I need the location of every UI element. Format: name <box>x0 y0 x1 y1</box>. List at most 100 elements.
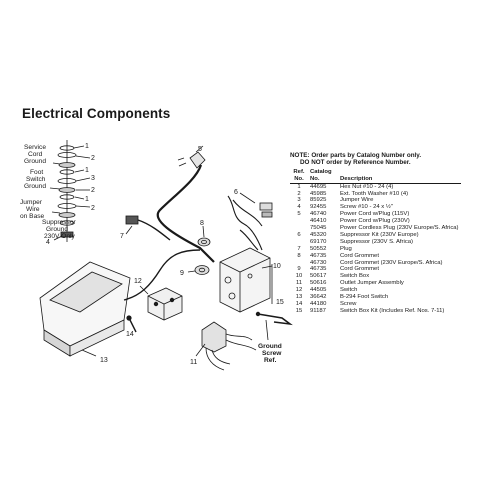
cell-catalog: 44505 <box>310 287 327 294</box>
callout-inset-4: 4 <box>46 239 50 246</box>
table-row: 13 36642 B-294 Foot Switch <box>290 294 461 301</box>
outlet-jumper-assembly <box>195 321 257 371</box>
callout-inset-1c: 1 <box>85 196 89 203</box>
cell-description: Switch Box <box>340 273 370 280</box>
cell-ref: 11 <box>295 280 303 287</box>
page-title: Electrical Components <box>22 106 171 121</box>
cell-description: Hex Nut #10 - 24 (4) <box>340 183 394 190</box>
table-row: 10 50617 Switch Box <box>290 273 461 280</box>
callout-14: 14 <box>126 331 134 338</box>
cell-description: Power Cord w/Plug (230V) <box>340 218 410 225</box>
cell-ref: 4 <box>297 204 301 211</box>
callout-11: 11 <box>190 359 197 366</box>
cell-catalog: 91187 <box>310 307 326 314</box>
cord-grommet-9 <box>187 265 210 275</box>
cell-description: Cord Grommet <box>340 266 379 273</box>
col-ref-top: Ref. <box>293 169 305 176</box>
cell-ref: 5 <box>297 211 301 218</box>
cell-catalog: 36642 <box>310 294 327 301</box>
callout-12: 12 <box>134 278 142 285</box>
cell-description: Power Cord w/Plug (115V) <box>340 211 410 218</box>
cell-description: Plug <box>340 245 352 252</box>
callout-13: 13 <box>100 357 108 364</box>
parts-list-panel: NOTE: Order parts by Catalog Number only… <box>290 152 475 315</box>
callout-inset-1b: 1 <box>85 167 89 174</box>
cell-description: Cord Grommet (230V Europe/S. Africa) <box>340 259 443 266</box>
callout-inset-2b: 2 <box>91 187 95 194</box>
screw-part <box>126 315 137 333</box>
cell-catalog: 50617 <box>310 273 327 280</box>
cell-ref <box>290 260 308 267</box>
callout-9: 9 <box>180 270 184 277</box>
cell-description: Switch Box Kit (Includes Ref. Nos. 7-11) <box>340 307 445 314</box>
callout-5: 5 <box>198 146 202 153</box>
cell-description: Outlet Jumper Assembly <box>340 280 404 287</box>
cell-catalog: 85925 <box>310 197 327 204</box>
callout-inset-2c: 2 <box>91 205 95 212</box>
cell-ref: 8 <box>297 252 301 259</box>
col-catalog-top: Catalog <box>310 169 332 176</box>
cell-catalog: 44180 <box>310 301 327 307</box>
callout-6: 6 <box>234 189 238 196</box>
plug-part <box>125 215 171 241</box>
callout-inset-3: 3 <box>91 175 95 182</box>
table-row: 75045 Power Cordless Plug (230V Europe/S.… <box>290 225 461 232</box>
table-row: 3 85925 Jumper Wire <box>290 197 461 204</box>
cell-description: Ext. Tooth Washer #10 (4) <box>340 190 409 197</box>
cell-catalog: 50552 <box>310 245 327 252</box>
cell-description: B-294 Foot Switch <box>340 294 389 301</box>
callout-7: 7 <box>120 233 124 240</box>
parts-table-body: 1 44695 Hex Nut #10 - 24 (4) 2 45985 Ext. Too… <box>290 183 461 315</box>
col-description: Description <box>338 176 461 184</box>
cell-description: Screw #10 - 24 x ½" <box>340 204 393 211</box>
cell-ref <box>290 239 308 246</box>
cell-ref <box>290 225 308 232</box>
cell-description: Jumper Wire <box>340 197 374 204</box>
cell-catalog: 45320 <box>310 231 327 238</box>
cell-catalog: 46735 <box>310 266 327 273</box>
cell-ref: 13 <box>295 294 303 301</box>
cell-description: Suppressor Kit (230V Europe) <box>340 231 419 238</box>
table-row: 15 91187 Switch Box Kit (Includes Ref. Nos… <box>290 308 461 315</box>
col-ref-bottom: No. <box>290 176 308 184</box>
cell-catalog: 69170 <box>310 238 327 245</box>
cell-ref: 1 <box>297 183 301 190</box>
cell-description: Screw <box>340 301 357 307</box>
table-row: 7 50552 Plug <box>290 246 461 253</box>
cell-catalog: 45985 <box>310 190 327 197</box>
cell-catalog: 46410 <box>310 218 327 225</box>
cell-ref: 6 <box>297 231 301 238</box>
cell-catalog: 46735 <box>310 252 327 259</box>
table-row: 6 45320 Suppressor Kit (230V Europe) <box>290 232 461 239</box>
foot-switch <box>39 249 201 357</box>
ground-screw <box>255 311 293 341</box>
cell-ref <box>290 218 308 225</box>
switch-part <box>139 285 183 321</box>
cell-ref: 2 <box>297 190 301 197</box>
callout-8: 8 <box>200 220 204 227</box>
cell-ref: 3 <box>297 197 301 204</box>
order-warning: DO NOT order by Reference Number. <box>300 159 411 167</box>
cell-catalog: 75045 <box>310 225 327 232</box>
cell-ref: 7 <box>297 245 301 252</box>
table-row: 2 45985 Ext. Tooth Washer #10 (4) <box>290 191 461 198</box>
cord-grommet-8 <box>197 225 211 247</box>
cell-description: Power Cordless Plug (230V Europe/S. Afri… <box>340 225 459 232</box>
table-row: 1 44695 Hex Nut #10 - 24 (4) <box>290 183 461 190</box>
table-row: 46410 Power Cord w/Plug (230V) <box>290 218 461 225</box>
cell-ref: 15 <box>295 307 303 314</box>
inset-label-foot-switch-ground: Foot Switch Ground <box>24 169 47 190</box>
callout-10: 10 <box>273 263 281 270</box>
inset-label-suppressor-ground: Suppressor Ground 230V Only <box>42 219 78 240</box>
inset-label-jumper-wire: Jumper Wire on Base <box>20 199 45 220</box>
cell-catalog: 44695 <box>310 183 327 190</box>
cell-ref: 10 <box>295 273 303 280</box>
